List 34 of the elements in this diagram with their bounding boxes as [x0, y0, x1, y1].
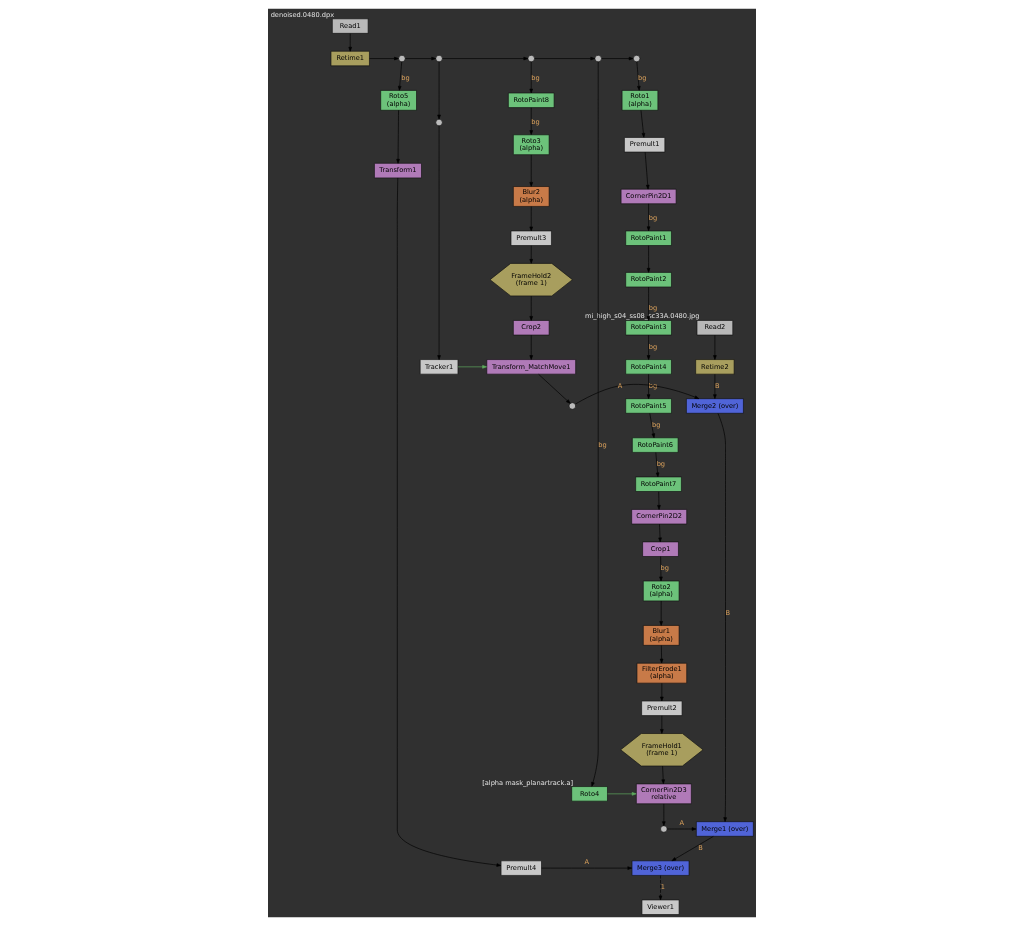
arrow [655, 452, 660, 478]
node-circle [435, 118, 443, 127]
node-circle [633, 54, 641, 63]
arrow [646, 245, 651, 273]
arrow [646, 286, 651, 321]
arrow [601, 56, 634, 61]
node-circle [568, 402, 576, 410]
arrow [658, 875, 663, 901]
arrow [405, 56, 436, 61]
node-circle [594, 54, 602, 63]
node-circle [527, 54, 535, 63]
arrow [717, 413, 727, 822]
arrow [457, 365, 487, 369]
arrow [574, 384, 700, 405]
arrow [398, 61, 403, 91]
arrow [649, 413, 656, 439]
arrow [534, 56, 596, 61]
arrow [646, 203, 651, 232]
arrow [591, 61, 599, 787]
arrow [646, 334, 651, 360]
arrow [671, 836, 714, 862]
node-circle [435, 54, 443, 63]
arrow [640, 110, 646, 138]
arrow [636, 61, 641, 91]
arrow [659, 645, 664, 664]
arrow [646, 373, 651, 399]
node-circle [398, 54, 406, 63]
arrow [644, 151, 650, 190]
arrow [607, 792, 637, 796]
arrow [538, 373, 571, 404]
arrow [369, 56, 399, 61]
arrow [442, 56, 529, 61]
arrow [396, 177, 502, 867]
node-circle [660, 825, 668, 833]
